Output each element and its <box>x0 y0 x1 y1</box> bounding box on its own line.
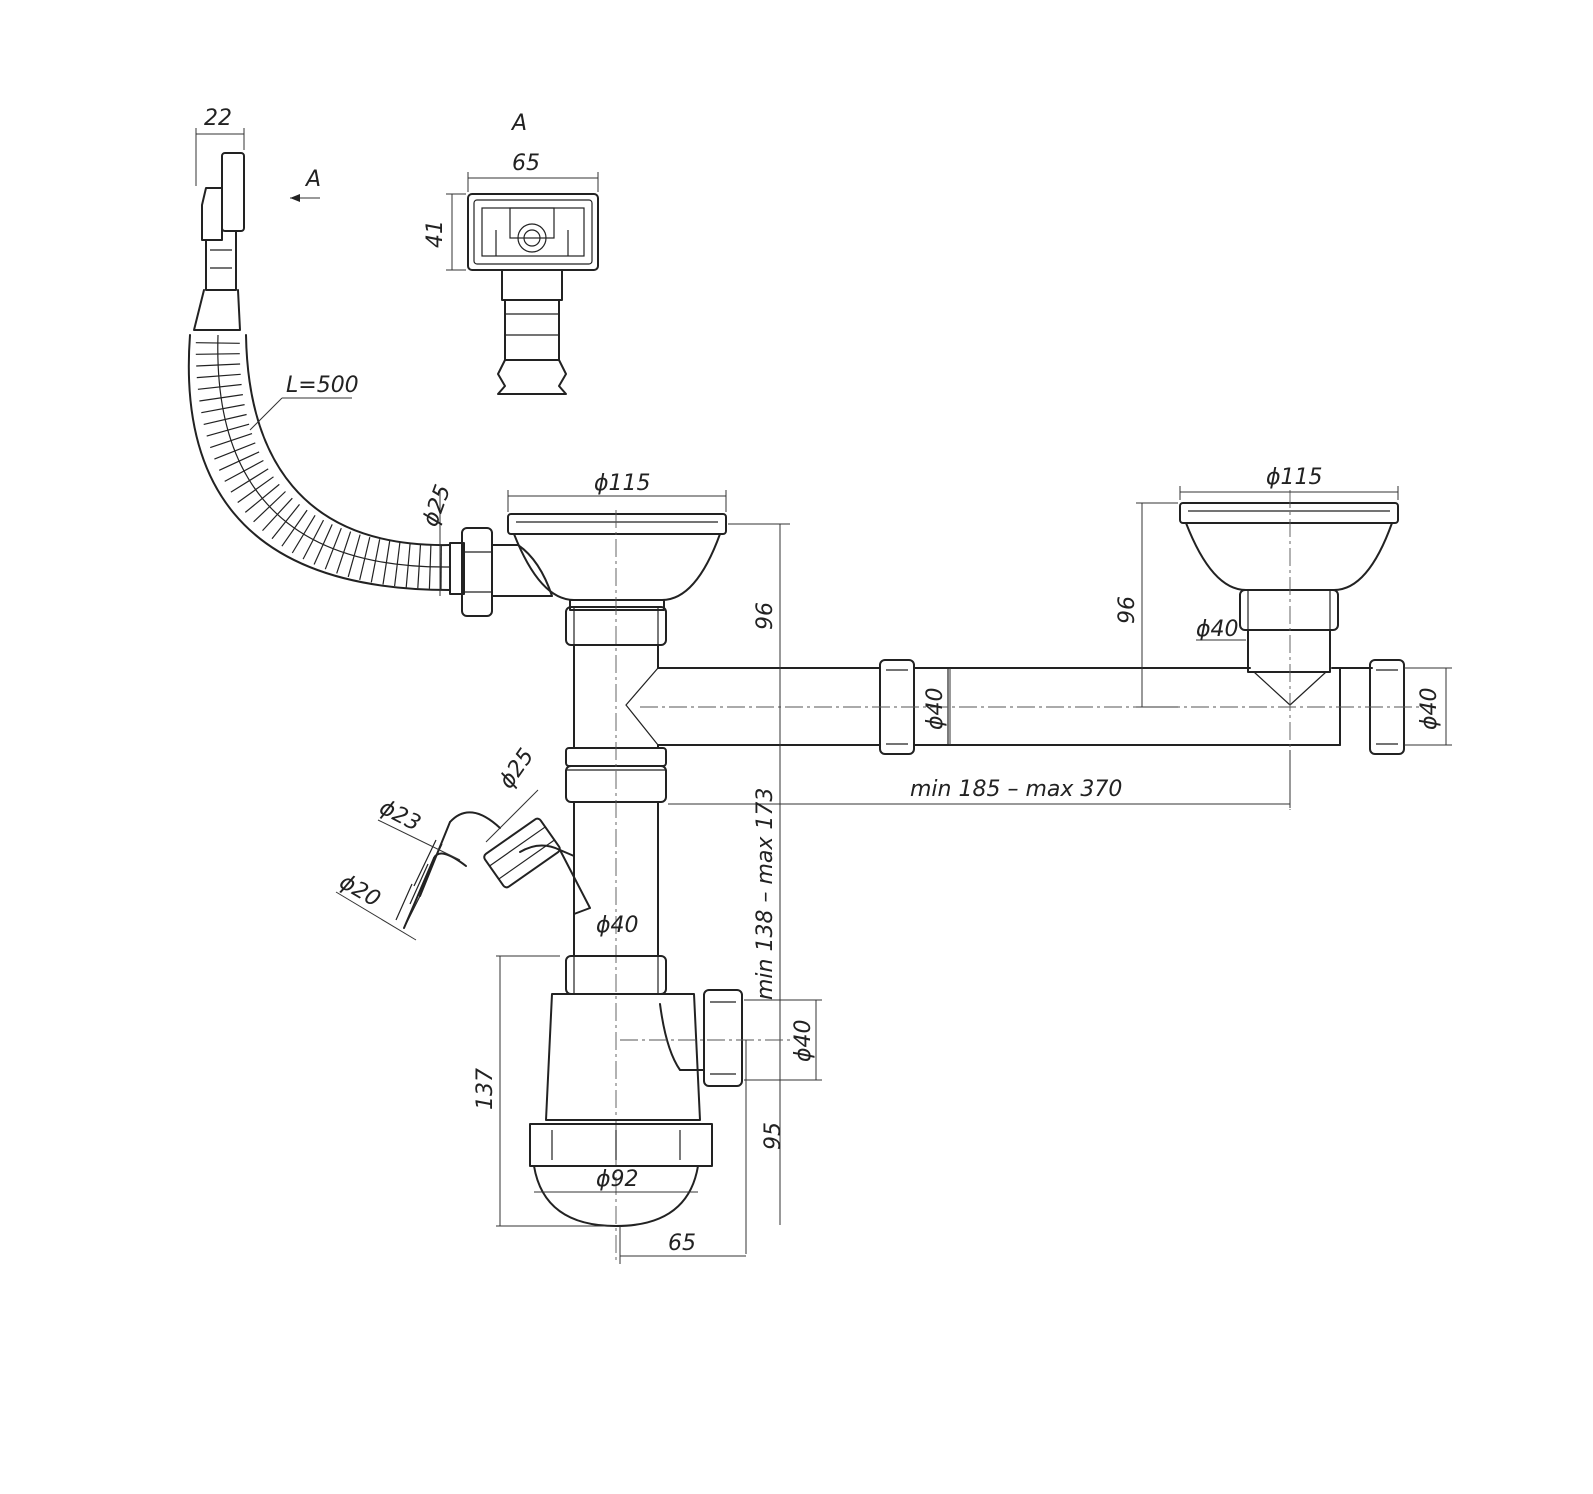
hose-rib <box>324 527 342 570</box>
hose-rib <box>336 531 352 574</box>
dim-right-strainer: ϕ115 <box>1179 465 1399 500</box>
dim-left-height: 96 <box>728 523 790 707</box>
label-hose-nut-dia: ϕ25 <box>418 482 456 531</box>
dim-overflow-width: 22 <box>195 106 245 186</box>
hose-rib <box>428 544 432 589</box>
hose-rib <box>203 413 247 425</box>
dim-right-height: 96 <box>1115 502 1178 708</box>
dim-hose-length: L=500 <box>249 373 359 431</box>
hose-connector-nut <box>449 527 553 617</box>
hose-rib <box>214 442 256 460</box>
hose-rib <box>347 534 361 578</box>
dim-trap-outlet: ϕ40 <box>744 999 822 1081</box>
hose-rib <box>196 363 241 367</box>
label-section-arrow: A <box>304 167 321 192</box>
label-hose-length: L=500 <box>286 373 359 398</box>
hose-rib <box>195 353 240 355</box>
label-left-height: 96 <box>753 602 778 630</box>
label-left-strainer-dia: ϕ115 <box>594 471 651 496</box>
hose-rib <box>405 543 411 588</box>
hose-rib <box>197 383 242 390</box>
dim-side-inlet: ϕ25 ϕ23 ϕ20 <box>335 744 539 941</box>
hose-rib <box>196 373 241 379</box>
hose-rib <box>313 524 333 565</box>
label-overflow-top-height: 41 <box>423 220 448 248</box>
hose-rib <box>201 404 245 414</box>
dim-pipe-length: min 185 – max 370 <box>668 750 1291 808</box>
label-trap-outlet-dia: ϕ40 <box>791 1019 816 1062</box>
hose-rib <box>417 544 422 589</box>
label-right-outlet-dia: ϕ40 <box>1196 617 1239 642</box>
dim-left-strainer: ϕ115 <box>507 471 727 512</box>
section-title: A <box>510 111 527 136</box>
hose-rib <box>253 491 286 523</box>
hose-rib <box>244 483 280 513</box>
dim-right-outlet: ϕ40 <box>1196 617 1246 642</box>
hose-rib <box>199 394 243 402</box>
dim-bottle: ϕ92 <box>534 1167 698 1193</box>
hose-rib <box>370 539 381 583</box>
hose-rib <box>262 497 293 532</box>
right-strainer <box>1179 502 1399 706</box>
label-trap-outlet-height: 95 <box>761 1122 786 1150</box>
hose-rib <box>394 542 401 587</box>
label-right-height: 96 <box>1115 596 1140 624</box>
label-overflow-top-width: 65 <box>512 151 540 176</box>
label-right-strainer-dia: ϕ115 <box>1266 465 1323 490</box>
label-overflow-width: 22 <box>204 106 232 131</box>
dim-trap-height: 137 <box>473 955 610 1227</box>
hose-rib <box>218 451 260 471</box>
hose-rib <box>281 509 308 547</box>
hose-rib <box>271 504 300 540</box>
hose-rib <box>237 476 274 503</box>
hose-rib <box>195 342 240 344</box>
label-pipe-length: min 185 – max 370 <box>910 777 1122 802</box>
label-trap-height: 137 <box>473 1068 498 1110</box>
hose-rib <box>359 536 371 581</box>
overflow-top-view <box>467 193 599 395</box>
dim-pipe-end: ϕ40 <box>1404 667 1452 746</box>
hose-rib <box>382 540 391 585</box>
tee-riser <box>565 644 667 957</box>
dim-trap-outlet-height: 95 <box>745 1040 786 1254</box>
dim-riser-height: min 138 – max 173 <box>753 707 781 1225</box>
bottle-trap <box>529 955 743 1227</box>
dim-pipe-dia: ϕ40 <box>923 668 951 745</box>
section-arrow: A <box>290 167 321 202</box>
label-riser-height: min 138 – max 173 <box>753 788 778 1000</box>
hose-rib <box>210 433 253 449</box>
corrugated-hose <box>187 334 451 591</box>
hose-rib <box>302 519 325 560</box>
label-trap-offset: 65 <box>668 1231 696 1256</box>
hose-rib <box>230 468 269 493</box>
hose-rib <box>291 514 316 554</box>
overflow-head <box>193 152 245 331</box>
hose-rib <box>206 423 250 437</box>
hose-rib <box>224 459 264 482</box>
dim-overflow-top: 65 41 <box>423 151 599 271</box>
label-pipe-dia: ϕ40 <box>923 687 948 730</box>
dim-trap-offset: 65 <box>619 1226 746 1264</box>
left-strainer <box>507 513 727 611</box>
side-inlet <box>395 811 591 929</box>
label-riser-dia: ϕ40 <box>596 913 639 938</box>
label-side-nut-dia: ϕ25 <box>494 744 539 793</box>
label-pipe-end-dia: ϕ40 <box>1417 687 1442 730</box>
label-bottle-dia: ϕ92 <box>596 1167 639 1192</box>
